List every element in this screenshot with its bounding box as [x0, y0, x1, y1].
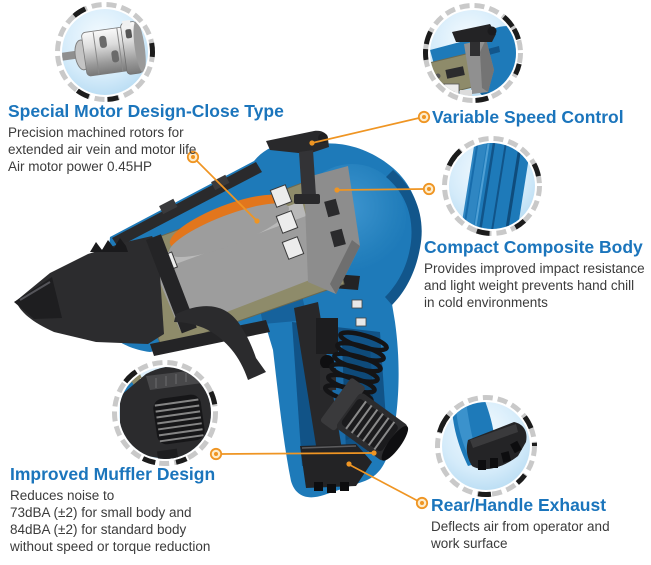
callout-circle-muffler — [112, 360, 218, 466]
leader-lines — [192, 117, 425, 502]
callout-muffler-line: 84dBA (±2) for standard body — [10, 522, 187, 537]
composite-callout-marker — [422, 182, 436, 196]
callout-speed-title: Variable Speed Control — [432, 107, 624, 127]
callout-exhaust: Rear/Handle Exhaust Deflects air from op… — [431, 495, 610, 552]
callout-composite-line: and light weight prevents hand chill — [424, 278, 635, 293]
exhaust-closeup-icon — [452, 402, 527, 470]
callout-muffler-title: Improved Muffler Design — [10, 464, 216, 484]
callout-circle-composite — [442, 136, 542, 236]
callout-circle-exhaust — [435, 395, 537, 497]
speed-callout-marker — [417, 110, 431, 124]
callout-motor-line: Precision machined rotors for — [8, 125, 184, 140]
callout-motor-line: extended air vein and motor life — [8, 142, 197, 157]
rotor-orange-chamber — [169, 194, 289, 258]
callout-composite-line: Provides improved impact resistance — [424, 261, 645, 276]
rotor-icon — [62, 19, 146, 77]
callout-exhaust-title: Rear/Handle Exhaust — [431, 495, 607, 515]
callout-muffler-line: without speed or torque reduction — [10, 539, 211, 554]
callout-speed: Variable Speed Control — [432, 107, 624, 127]
callout-motor-title: Special Motor Design-Close Type — [8, 101, 284, 121]
muffler-assembly — [320, 378, 409, 461]
tool-cutaway-illustration — [14, 130, 422, 498]
callout-motor-line: Air motor power 0.45HP — [8, 159, 153, 174]
callout-exhaust-line: work surface — [431, 536, 508, 551]
callout-composite-line: in cold environments — [424, 295, 548, 310]
callout-motor: Special Motor Design-Close Type Precisio… — [8, 101, 284, 175]
trigger-lever — [266, 130, 329, 204]
callout-exhaust-line: Deflects air from operator and — [431, 519, 610, 534]
muffler-callout-marker — [209, 447, 223, 461]
callout-muffler: Improved Muffler Design Reduces noise to… — [10, 464, 215, 555]
muffler-closeup-icon — [119, 367, 211, 459]
callout-circle-speed — [423, 3, 523, 103]
exhaust-callout-marker — [415, 496, 429, 510]
chuck-front-housing — [14, 234, 266, 380]
callout-circle-motor — [55, 2, 155, 102]
callout-composite: Compact Composite Body Provides improved… — [424, 237, 645, 311]
speed-control-closeup-icon — [430, 24, 516, 96]
callout-muffler-line: 73dBA (±2) for small body and — [10, 505, 192, 520]
callout-composite-title: Compact Composite Body — [424, 237, 643, 257]
callout-muffler-line: Reduces noise to — [10, 488, 115, 503]
